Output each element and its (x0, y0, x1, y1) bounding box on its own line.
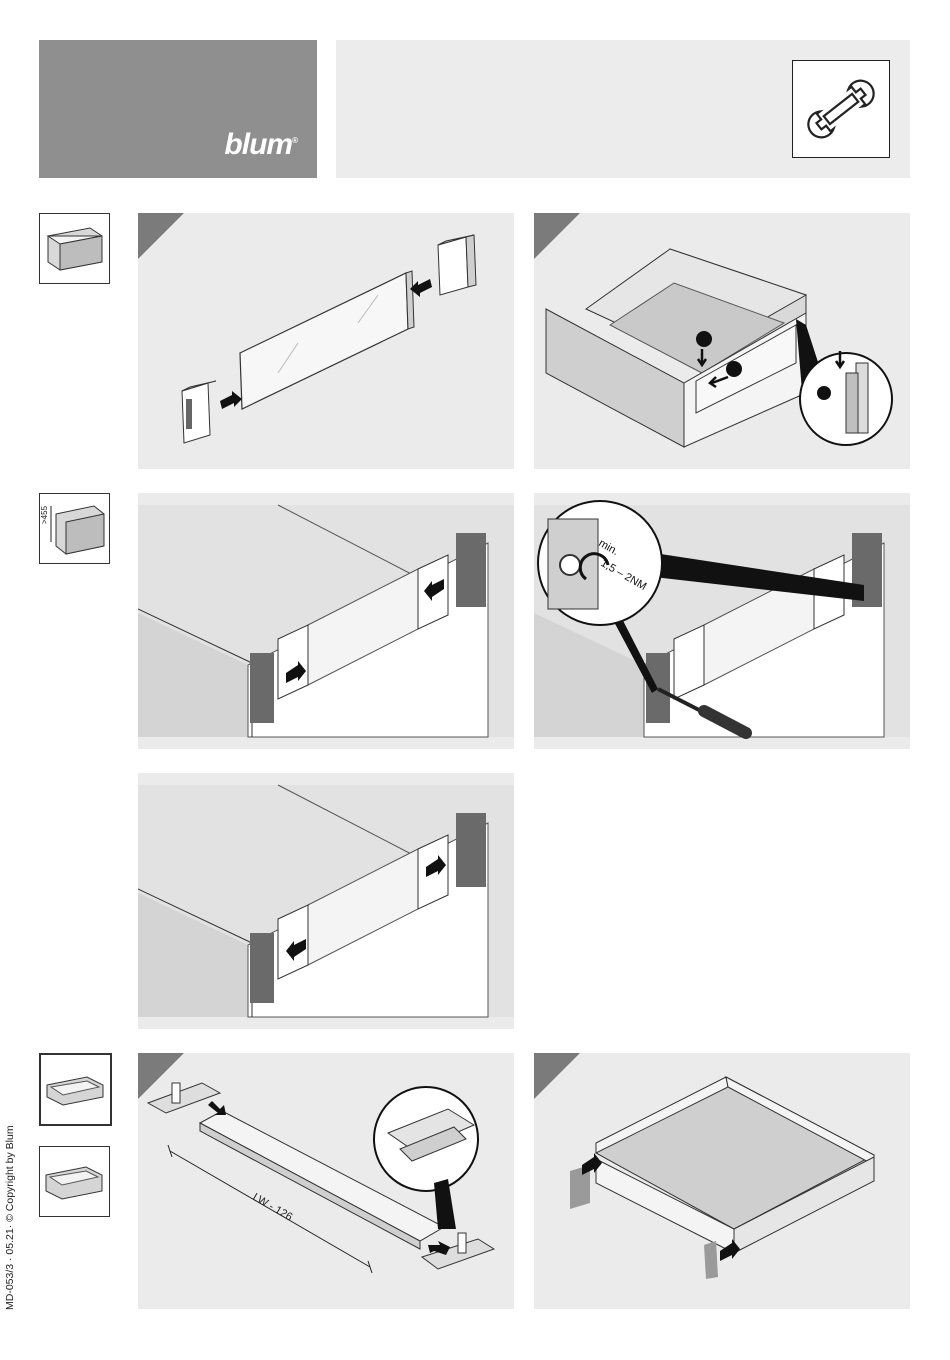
header-bar (336, 40, 910, 178)
rail-length-label: LW - 126 (251, 1191, 295, 1223)
wrench-icon (793, 61, 889, 157)
tray-bottom (596, 1077, 874, 1229)
thumb-drawer-high: >455 (39, 493, 110, 564)
thumb-tray-a (39, 1053, 112, 1126)
step-panel-5 (138, 773, 514, 1029)
step-marker-1 (696, 331, 712, 347)
step-panel-7 (534, 1053, 910, 1309)
step-marker-3 (817, 386, 831, 400)
step-marker-2 (726, 361, 742, 377)
thumb-tray-b (39, 1146, 110, 1217)
arrow-right-icon (220, 391, 242, 409)
front-end-cap (438, 237, 468, 295)
step-corner-tab (138, 213, 184, 259)
brand-logo: blum® (224, 128, 297, 162)
height-label: >455 (40, 505, 49, 524)
tool-box (792, 60, 890, 158)
step-panel-2 (534, 213, 910, 469)
glass-panel (240, 273, 408, 409)
step-panel-4: min. 1,5 – 2NM (534, 493, 910, 749)
copyright-notice: MD-053/3 · 05.21· © Copyright by Blum (4, 1125, 16, 1310)
thumb-drawer-inner (39, 213, 110, 284)
step-corner-tab (534, 213, 580, 259)
step-panel-1 (138, 213, 514, 469)
step-panel-6: LW - 126 (138, 1053, 514, 1309)
step-corner-tab (534, 1053, 580, 1099)
brand-header: blum® (39, 40, 317, 178)
step-panel-3 (138, 493, 514, 749)
